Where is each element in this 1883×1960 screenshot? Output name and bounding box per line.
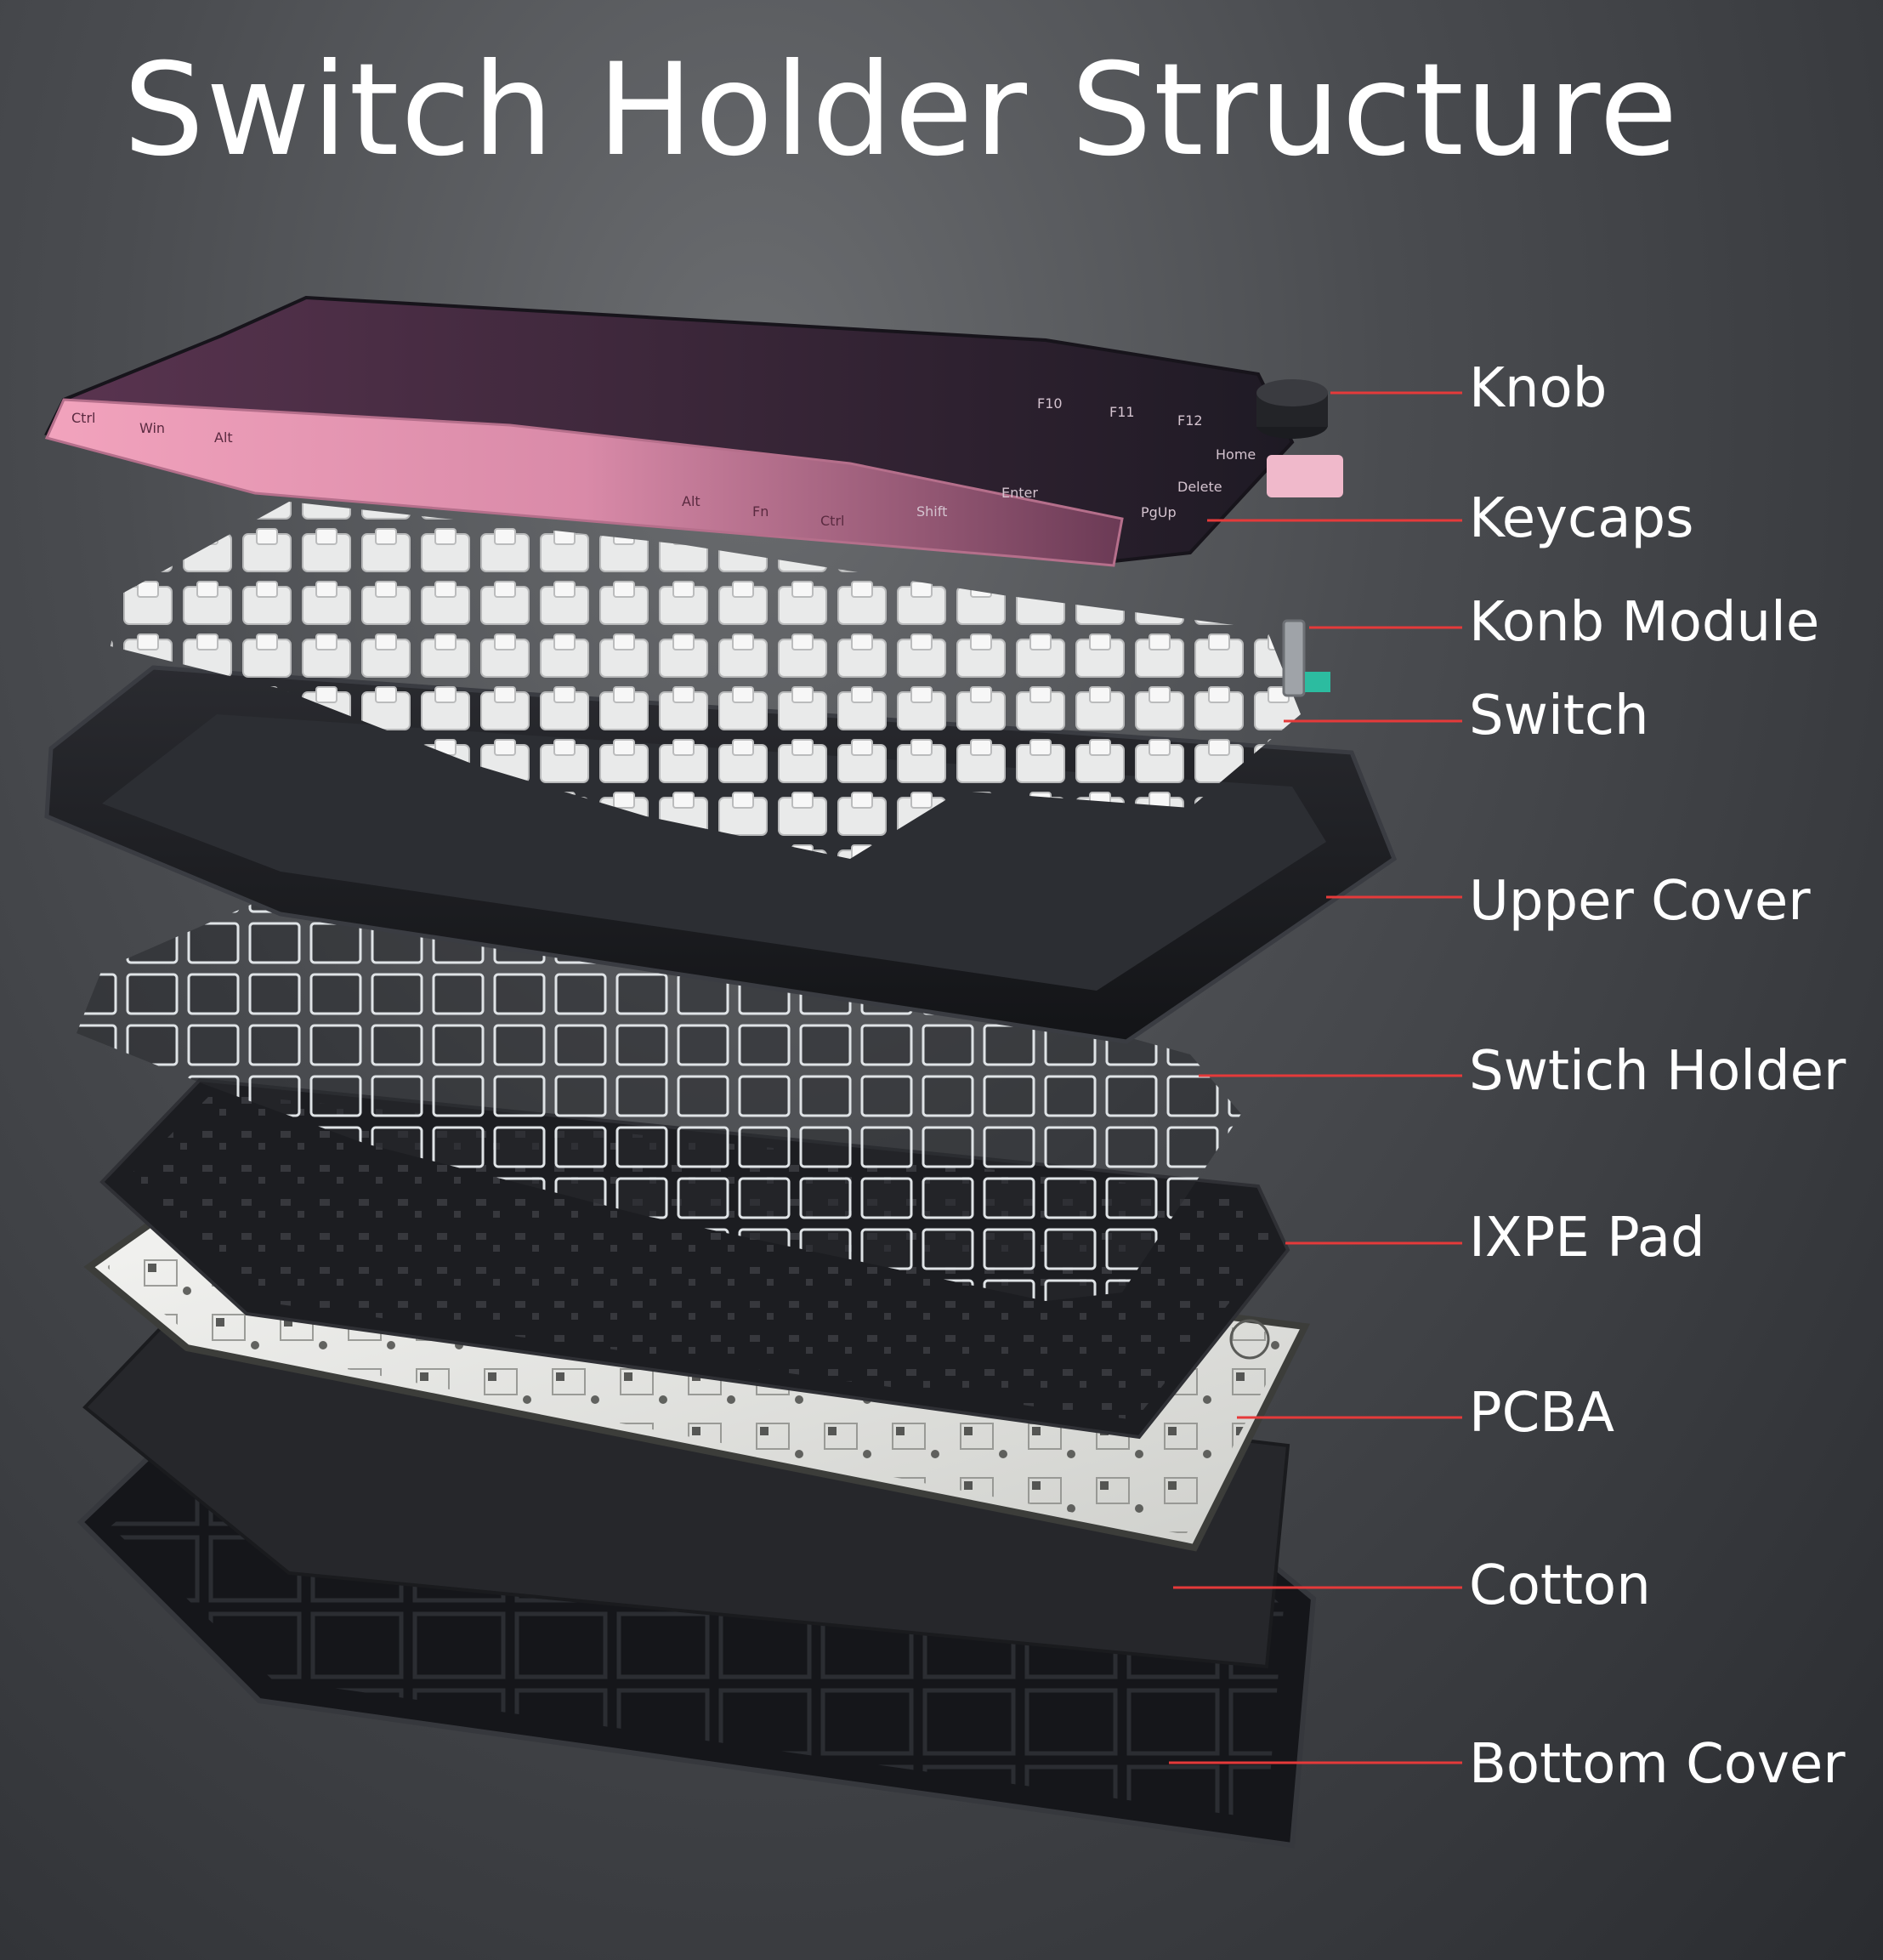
keycaps-part: Ctrl Win Alt Alt Fn Ctrl Shift Enter Hom… [44,295,1295,567]
switches-part [111,502,1301,859]
keycap-legend: F11 [1109,404,1135,420]
keycap-legend: Win [139,420,165,436]
keycap-legend: PgUp [1141,504,1177,520]
leader-lines [1169,391,1462,1764]
label-ixpe-pad: IXPE Pad [1469,1207,1705,1270]
label-bottom-cover: Bottom Cover [1469,1733,1846,1796]
page-title: Switch Holder Structure [123,37,1680,185]
knob-part [1256,379,1343,497]
label-upper-cover: Upper Cover [1469,870,1811,933]
label-switch-holder: Swtich Holder [1469,1040,1846,1103]
keycap-legend: Enter [1001,485,1038,501]
keycap-legend: Alt [214,429,233,446]
label-keycaps: Keycaps [1469,487,1694,550]
label-cotton: Cotton [1469,1554,1651,1617]
keycap-legend: Alt [682,493,700,509]
keycap-legend: Ctrl [820,513,844,529]
label-switch: Switch [1469,685,1649,747]
keycap-legend: F12 [1177,412,1203,429]
keycap-legend: Fn [752,503,769,520]
keycap-legend: Home [1216,446,1256,463]
keycap-legend: Shift [916,503,947,520]
keycap-legend: Delete [1177,479,1222,495]
keycap-legend: F10 [1037,395,1063,412]
label-knob: Knob [1469,357,1608,420]
label-knob-module: Konb Module [1469,591,1820,654]
label-pcba: PCBA [1469,1382,1614,1445]
knob-module-part [1282,619,1330,697]
keycap-legend: Ctrl [71,410,95,426]
